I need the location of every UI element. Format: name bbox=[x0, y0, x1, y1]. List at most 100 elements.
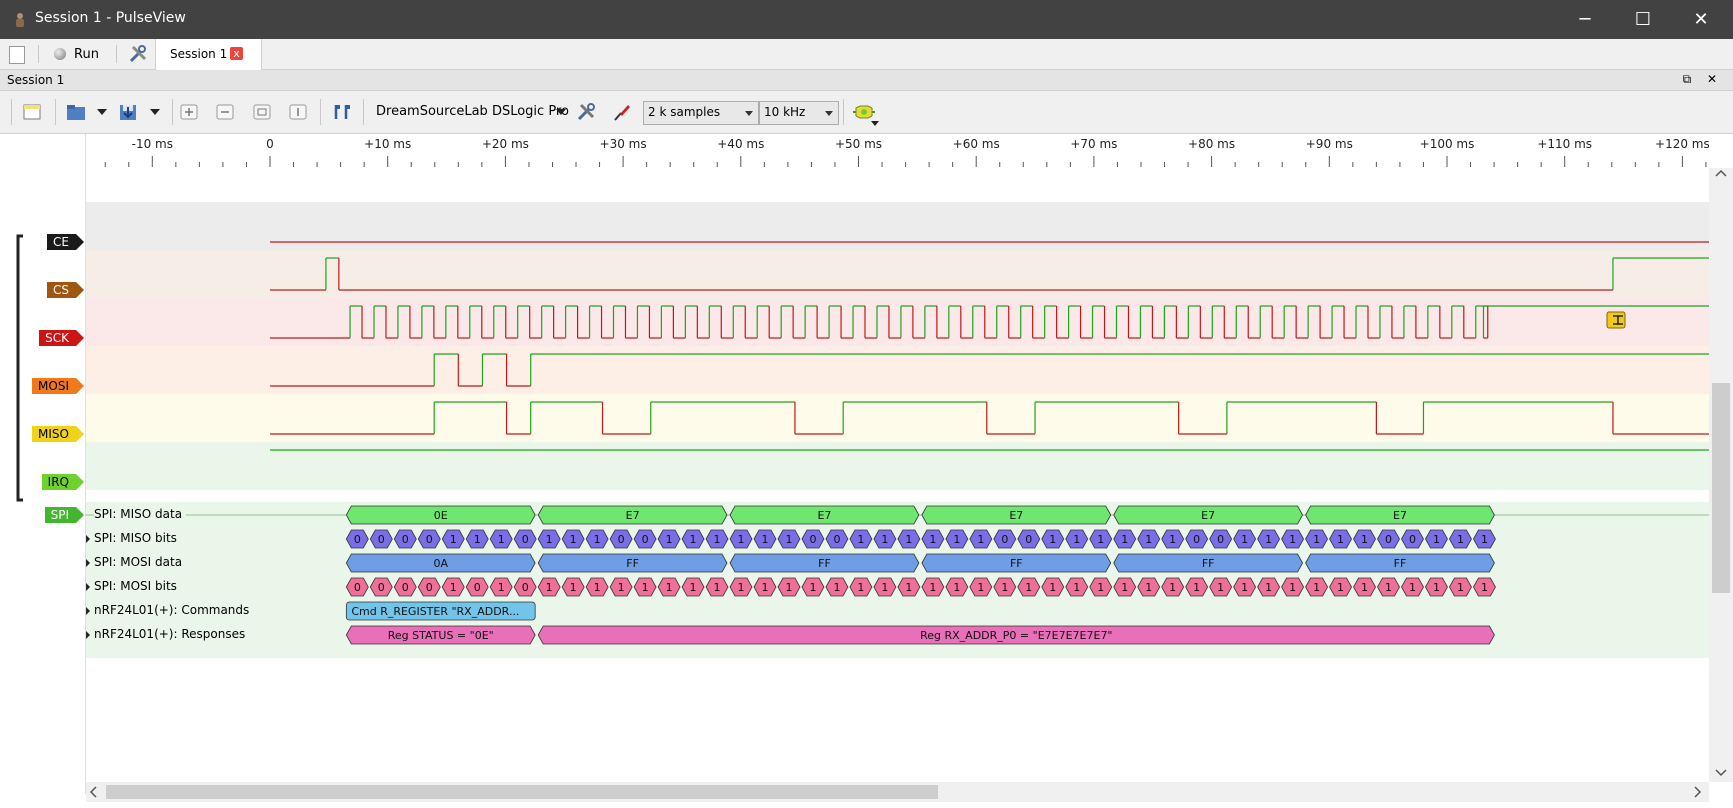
miso-bit[interactable]: 1 bbox=[1353, 529, 1376, 549]
miso-bit[interactable]: 1 bbox=[873, 529, 897, 549]
miso-bit[interactable]: 0 bbox=[393, 529, 417, 549]
mosi-data-byte[interactable]: FF bbox=[1113, 553, 1304, 573]
mosi-bit[interactable]: 1 bbox=[1065, 577, 1089, 597]
miso-bit[interactable]: 1 bbox=[753, 529, 777, 549]
miso-bit[interactable]: 1 bbox=[441, 529, 465, 549]
add-decoder-icon[interactable] bbox=[852, 103, 876, 121]
channel-tag-irq[interactable]: IRQ bbox=[41, 474, 84, 490]
miso-bit[interactable]: 1 bbox=[1472, 529, 1496, 549]
miso-bit[interactable]: 1 bbox=[777, 529, 801, 549]
sample-rate-combo[interactable]: 10 kHz bbox=[759, 101, 839, 125]
probe-icon[interactable] bbox=[612, 103, 632, 121]
miso-bit[interactable]: 1 bbox=[921, 529, 945, 549]
save-dropdown-icon[interactable] bbox=[150, 109, 160, 115]
miso-bit[interactable]: 0 bbox=[1185, 529, 1209, 549]
mosi-bit[interactable]: 1 bbox=[1137, 577, 1161, 597]
decoder-row-label[interactable]: SPI: MISO data bbox=[94, 507, 187, 521]
miso-bit[interactable]: 1 bbox=[657, 529, 681, 549]
miso-bit[interactable]: 0 bbox=[1401, 529, 1424, 549]
miso-bit[interactable]: 0 bbox=[417, 529, 441, 549]
settings-tools-icon[interactable] bbox=[128, 44, 148, 64]
miso-bit[interactable]: 1 bbox=[1113, 529, 1137, 549]
new-view-icon[interactable] bbox=[9, 46, 25, 64]
device-config-icon[interactable] bbox=[576, 103, 596, 121]
miso-bit[interactable]: 1 bbox=[1233, 529, 1257, 549]
mosi-bit[interactable]: 1 bbox=[489, 577, 513, 597]
mosi-bit[interactable]: 0 bbox=[369, 577, 393, 597]
vertical-scrollbar[interactable] bbox=[1709, 168, 1733, 782]
mosi-bit[interactable]: 1 bbox=[705, 577, 729, 597]
miso-bit[interactable]: 0 bbox=[1377, 529, 1400, 549]
mosi-bit[interactable]: 1 bbox=[801, 577, 825, 597]
mosi-bit[interactable]: 1 bbox=[849, 577, 873, 597]
miso-bit[interactable]: 0 bbox=[369, 529, 393, 549]
decoder-row-label[interactable]: nRF24L01(+): Commands bbox=[94, 603, 250, 617]
miso-bit[interactable]: 0 bbox=[801, 529, 825, 549]
mosi-bit[interactable]: 1 bbox=[825, 577, 849, 597]
miso-bit[interactable]: 0 bbox=[825, 529, 849, 549]
decoder-dropdown-icon[interactable] bbox=[871, 121, 879, 126]
cursors-icon[interactable] bbox=[332, 103, 352, 121]
miso-bit[interactable]: 1 bbox=[1161, 529, 1185, 549]
miso-bit[interactable]: 1 bbox=[945, 529, 969, 549]
mosi-bit[interactable]: 0 bbox=[465, 577, 489, 597]
mosi-bit[interactable]: 0 bbox=[417, 577, 441, 597]
mosi-bit[interactable]: 1 bbox=[1209, 577, 1233, 597]
mosi-bit[interactable]: 1 bbox=[969, 577, 993, 597]
mosi-bit[interactable]: 1 bbox=[585, 577, 609, 597]
trigger-marker-icon[interactable] bbox=[1606, 311, 1626, 329]
channel-tag-cs[interactable]: CS bbox=[47, 282, 84, 298]
mosi-bit[interactable]: 1 bbox=[1472, 577, 1496, 597]
mosi-bit[interactable]: 1 bbox=[873, 577, 897, 597]
miso-data-byte[interactable]: E7 bbox=[729, 505, 920, 525]
mosi-bit[interactable]: 1 bbox=[1329, 577, 1353, 597]
device-selector[interactable]: DreamSourceLab DSLogic Pro bbox=[376, 104, 569, 119]
miso-bit[interactable]: 1 bbox=[849, 529, 873, 549]
tab-close-icon[interactable]: x bbox=[230, 47, 243, 60]
mosi-data-byte[interactable]: 0A bbox=[345, 553, 536, 573]
dock-buttons[interactable]: ⧉ ✕ bbox=[1682, 72, 1723, 86]
mosi-data-byte[interactable]: FF bbox=[921, 553, 1112, 573]
decoder-row-label[interactable]: SPI: MOSI bits bbox=[94, 579, 177, 593]
open-file-icon[interactable] bbox=[66, 103, 86, 121]
miso-bit[interactable]: 1 bbox=[705, 529, 729, 549]
mosi-bit[interactable]: 1 bbox=[633, 577, 657, 597]
mosi-bit[interactable]: 1 bbox=[1425, 577, 1448, 597]
miso-bit[interactable]: 1 bbox=[1041, 529, 1065, 549]
miso-bit[interactable]: 1 bbox=[681, 529, 705, 549]
miso-bit[interactable]: 1 bbox=[969, 529, 993, 549]
mosi-bit[interactable]: 0 bbox=[513, 577, 537, 597]
mosi-bit[interactable]: 1 bbox=[1257, 577, 1281, 597]
miso-bit[interactable]: 0 bbox=[1017, 529, 1041, 549]
channel-tag-ce[interactable]: CE bbox=[47, 234, 84, 250]
channel-tag-miso[interactable]: MISO bbox=[32, 426, 84, 442]
mosi-bit[interactable]: 1 bbox=[945, 577, 969, 597]
zoom-out-icon[interactable] bbox=[215, 103, 235, 121]
mosi-bit[interactable]: 0 bbox=[345, 577, 369, 597]
miso-bit[interactable]: 0 bbox=[513, 529, 537, 549]
channel-tag-sck[interactable]: SCK bbox=[39, 330, 84, 346]
mosi-bit[interactable]: 1 bbox=[1161, 577, 1185, 597]
miso-bit[interactable]: 0 bbox=[993, 529, 1017, 549]
miso-data-byte[interactable]: E7 bbox=[1305, 505, 1495, 525]
miso-bit[interactable]: 1 bbox=[561, 529, 585, 549]
miso-bit[interactable]: 1 bbox=[465, 529, 489, 549]
nrf-response-status[interactable]: Reg STATUS = "0E" bbox=[345, 625, 536, 645]
nrf-command-annotation[interactable]: Cmd R_REGISTER "RX_ADDR... bbox=[345, 601, 536, 621]
device-dropdown-icon[interactable] bbox=[556, 109, 566, 115]
mosi-bit[interactable]: 1 bbox=[441, 577, 465, 597]
zoom-in-icon[interactable] bbox=[179, 103, 199, 121]
mosi-bit[interactable]: 1 bbox=[657, 577, 681, 597]
expand-arrow-icon[interactable] bbox=[86, 631, 90, 639]
mosi-bit[interactable]: 1 bbox=[1305, 577, 1329, 597]
mosi-bit[interactable]: 1 bbox=[1353, 577, 1376, 597]
mosi-bit[interactable]: 1 bbox=[609, 577, 633, 597]
mosi-bit[interactable]: 1 bbox=[729, 577, 753, 597]
mosi-data-byte[interactable]: FF bbox=[537, 553, 728, 573]
minimize-button[interactable]: ─ bbox=[1579, 9, 1591, 30]
expand-arrow-icon[interactable] bbox=[86, 583, 90, 591]
mosi-bit[interactable]: 1 bbox=[1041, 577, 1065, 597]
expand-arrow-icon[interactable] bbox=[86, 559, 90, 567]
